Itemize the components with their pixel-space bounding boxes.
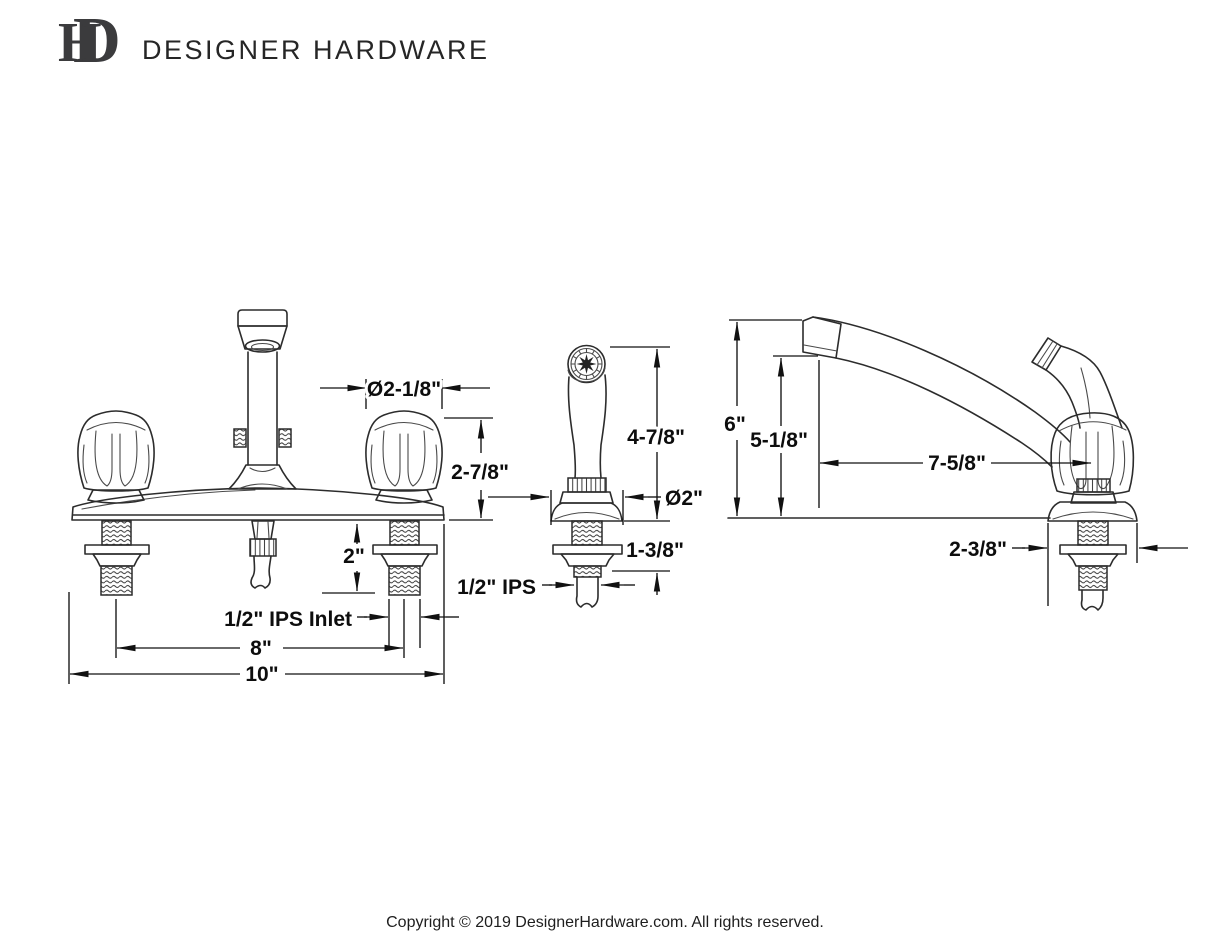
dim-sprayer-shank-length: 1-3/8" bbox=[626, 539, 684, 562]
logo-letter-d: D bbox=[73, 4, 121, 77]
dim-front-shank-length: 2" bbox=[343, 545, 365, 568]
front-left-handle bbox=[77, 410, 155, 504]
brand-logo: D H bbox=[58, 8, 128, 81]
front-right-handle bbox=[365, 410, 443, 504]
brand-name: DESIGNER HARDWARE bbox=[142, 34, 490, 65]
sprayer-dimensions: 4-7/8" Ø2" 1-3/8" 1/2" IPS bbox=[454, 346, 706, 602]
front-dimensions: Ø2-1/8" 2-7/8" 2" 1/2" IPS Inlet bbox=[68, 375, 512, 689]
dim-front-handle-diameter: Ø2-1/8" bbox=[367, 378, 441, 401]
front-view: Ø2-1/8" 2-7/8" 2" 1/2" IPS Inlet bbox=[68, 309, 512, 689]
dim-front-overall-width: 10" bbox=[245, 663, 278, 686]
sprayer-view: 4-7/8" Ø2" 1-3/8" 1/2" IPS bbox=[454, 344, 706, 608]
dim-side-spout-reach: 7-5/8" bbox=[928, 452, 986, 475]
sprayer-body bbox=[550, 374, 623, 522]
dim-front-inlet: 1/2" IPS Inlet bbox=[224, 608, 352, 631]
sprayer-head bbox=[567, 344, 606, 384]
dim-side-spout-height: 5-1/8" bbox=[750, 429, 808, 452]
side-view: 6" 5-1/8" 7-5/8" 2-3/8" bbox=[721, 316, 1188, 611]
dim-sprayer-height: 4-7/8" bbox=[627, 426, 685, 449]
front-spout bbox=[228, 309, 297, 490]
brand-header: D H DESIGNER HARDWARE bbox=[58, 8, 490, 84]
dim-front-handle-centers: 8" bbox=[250, 637, 272, 660]
front-outlet-hose bbox=[249, 520, 277, 589]
dim-side-base-diameter: 2-3/8" bbox=[949, 538, 1007, 561]
copyright-notice: Copyright © 2019 DesignerHardware.com. A… bbox=[386, 914, 824, 931]
side-shank bbox=[1059, 520, 1127, 611]
side-dimensions: 6" 5-1/8" 7-5/8" 2-3/8" bbox=[721, 319, 1188, 606]
side-spray-head bbox=[1031, 337, 1123, 429]
front-right-shank bbox=[372, 520, 438, 596]
front-deck-plate bbox=[71, 487, 445, 521]
sprayer-shank bbox=[552, 520, 623, 608]
dim-sprayer-base-diameter: Ø2" bbox=[665, 487, 703, 510]
dim-side-overall-height: 6" bbox=[724, 413, 746, 436]
front-left-shank bbox=[84, 520, 150, 596]
dim-front-handle-height: 2-7/8" bbox=[451, 461, 509, 484]
dim-sprayer-inlet: 1/2" IPS bbox=[457, 576, 536, 599]
logo-letter-h: H bbox=[58, 12, 102, 74]
side-base bbox=[1047, 478, 1138, 522]
side-spout bbox=[802, 316, 1071, 468]
